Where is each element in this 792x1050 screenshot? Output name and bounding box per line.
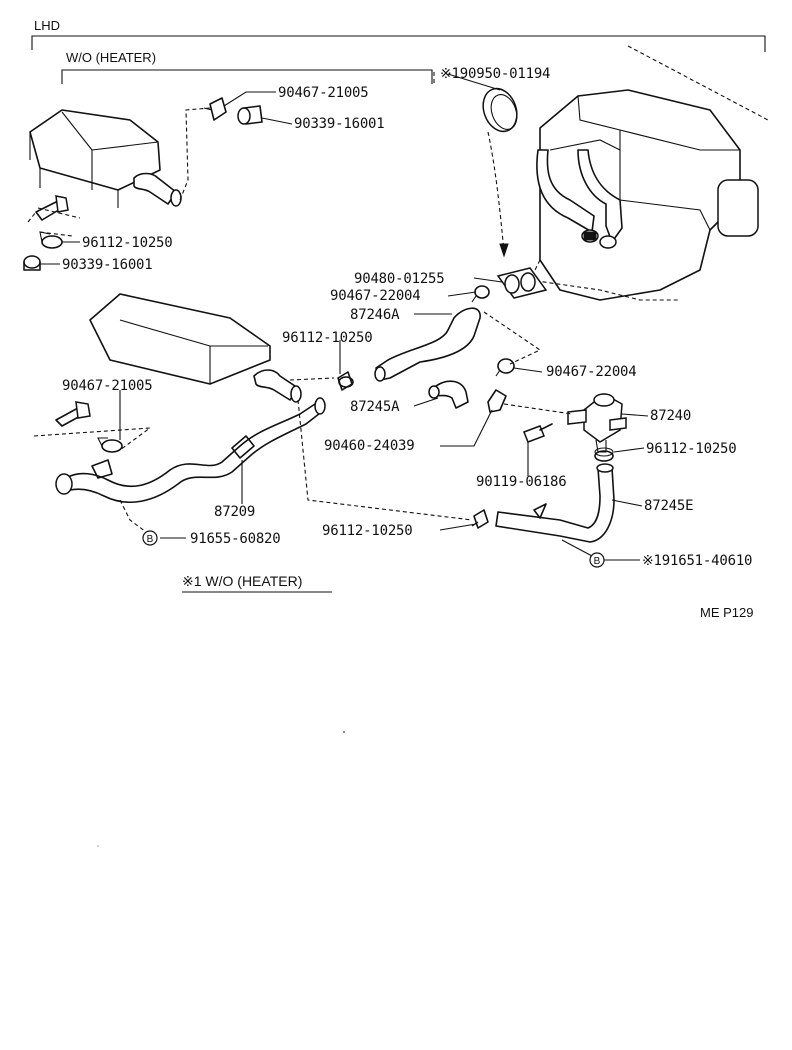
label-hose-87245e: 87245E (644, 498, 693, 514)
upper-clamp (39, 231, 63, 249)
bracket-shape (487, 389, 507, 413)
lower-bolt (55, 401, 91, 427)
label-clip-top: 90467-21005 (278, 85, 369, 101)
grommet-top (482, 87, 518, 133)
label-hose-87246a: 87246A (350, 307, 400, 323)
marker-b-right: B (589, 552, 605, 568)
reference-lines (27, 72, 573, 533)
clamp-right-shape (594, 447, 614, 462)
hose-87246a-shape (374, 307, 481, 382)
svg-text:B: B (147, 534, 154, 545)
leader-lines (40, 73, 649, 561)
heater-unit (529, 45, 769, 301)
svg-text:B: B (594, 556, 601, 567)
bolt-90119-shape (523, 423, 553, 443)
label-cap-left: 90339-16001 (62, 257, 153, 273)
footnote-text: ※1 W/O (HEATER) (182, 573, 302, 589)
lhd-bracket-frame (31, 35, 766, 52)
label-clamp-bottom: 96112-10250 (322, 523, 413, 539)
hose-87245a-shape (428, 380, 469, 409)
scan-speck (97, 845, 99, 847)
heater-pipe-87209 (55, 397, 326, 503)
arrow-down-icon (499, 243, 509, 258)
label-grommet: ※190950-01194 (440, 66, 550, 82)
label-bolt-b-right: ※191651-40610 (642, 553, 752, 569)
footnote: ※1 W/O (HEATER) (182, 573, 332, 593)
water-valve (567, 393, 627, 453)
upper-bolt (35, 195, 69, 221)
upper-cap (23, 255, 41, 271)
label-bracket: 90460-24039 (324, 438, 415, 454)
top-cap (237, 105, 263, 125)
label-bolt: 90119-06186 (476, 474, 567, 490)
clamp-22004-b-shape (495, 358, 515, 377)
engine-outline-upper (29, 109, 182, 208)
label-clamp-right: 96112-10250 (646, 441, 737, 457)
marker-b-left: B (142, 530, 158, 546)
diagram-code: ME P129 (700, 605, 753, 620)
label-clamp-mid: 96112-10250 (282, 330, 373, 346)
scan-speck (343, 731, 345, 733)
hose-87245e-shape (495, 463, 615, 543)
clamp-22004-a-shape (471, 285, 490, 303)
label-cap-top: 90339-16001 (294, 116, 385, 132)
lower-clip (97, 437, 123, 453)
clamp-mid-shape (337, 371, 354, 391)
label-hose-87245a: 87245A (350, 399, 400, 415)
label-bolt-b-left: 91655-60820 (190, 531, 281, 547)
label-clamp-22004-a: 90467-22004 (330, 288, 421, 304)
grommet-plate (496, 267, 548, 299)
label-clip-left-lower: 90467-21005 (62, 378, 153, 394)
engine-outline-lower (89, 293, 302, 403)
label-pipe: 87209 (214, 504, 255, 520)
label-valve: 87240 (650, 408, 691, 424)
header: LHD W/O (HEATER) (31, 18, 766, 84)
variant-bracket-frame (61, 69, 433, 84)
label-grommet-plate: 90480-01255 (354, 271, 445, 287)
part-labels: 90467-21005 90339-16001 ※190950-01194 96… (62, 66, 752, 569)
label-clamp-22004-b: 90467-22004 (546, 364, 637, 380)
clamp-bottom-shape (471, 509, 489, 529)
top-clip (203, 97, 227, 121)
label-clamp-left-upper: 96112-10250 (82, 235, 173, 251)
variant-label: W/O (HEATER) (66, 50, 156, 65)
region-label: LHD (34, 18, 60, 33)
